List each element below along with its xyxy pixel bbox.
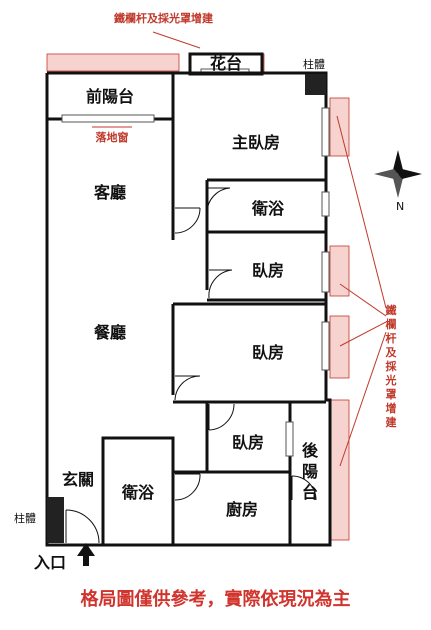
addition-side-3	[329, 315, 350, 379]
disclaimer: 格局圖僅供參考，實際依現況為主	[80, 589, 351, 610]
outer-wall	[45, 71, 332, 547]
door-bed4	[208, 403, 235, 431]
addition-side-2	[329, 245, 350, 297]
label-front-balcony: 前陽台	[86, 87, 134, 106]
floor-plan: 鐵欄杆及採光罩增建 花台 柱體 前陽台 落地窗 主臥房 客廳 衛浴 N 臥房 餐…	[14, 11, 422, 572]
label-flower-bed: 花台	[210, 54, 242, 73]
master-window	[321, 107, 330, 157]
label-master-bedroom: 主臥房	[232, 133, 280, 152]
label-side-note: 鐵欄杆及採光罩增建	[385, 303, 398, 429]
label-bedroom-4: 臥房	[232, 433, 264, 452]
label-pillar-top: 柱體	[303, 57, 325, 71]
leader-side-4	[339, 331, 387, 467]
leader-top	[152, 31, 201, 49]
label-bedroom-2: 臥房	[252, 261, 284, 280]
label-compass-n: N	[396, 200, 404, 213]
label-pillar-bottom: 柱體	[14, 511, 36, 525]
compass-icon	[374, 150, 422, 198]
label-living-room: 客廳	[94, 183, 126, 202]
bath1-window	[321, 191, 330, 217]
leader-side-2	[339, 283, 387, 317]
label-entrance: 入口	[34, 553, 66, 572]
pillar-bottom	[47, 497, 64, 543]
floor-window	[61, 114, 155, 123]
label-kitchen: 廚房	[226, 500, 258, 519]
label-rear-balcony: 後陽台	[302, 441, 319, 502]
label-floor-window: 落地窗	[96, 130, 129, 144]
wall-bath2	[101, 436, 175, 545]
door-bed2	[208, 269, 233, 299]
addition-top	[46, 53, 180, 72]
leader-side-3	[339, 321, 387, 347]
bed4-window	[285, 421, 294, 457]
door-master	[174, 207, 201, 234]
door-entrance	[65, 509, 100, 544]
door-rear-balcony	[291, 475, 317, 501]
addition-side-4	[329, 399, 350, 541]
leader-side-1	[336, 115, 387, 309]
bed2-window	[321, 251, 330, 293]
door-bath1	[206, 187, 231, 214]
label-bedroom-3: 臥房	[252, 343, 284, 362]
bed3-window	[321, 321, 330, 371]
label-bath-1: 衛浴	[251, 199, 285, 218]
door-bed3	[174, 375, 201, 401]
door-bath2	[174, 473, 201, 501]
entrance-arrow-icon	[77, 543, 95, 566]
pillar-top	[305, 74, 326, 95]
label-entrance-hall: 玄關	[62, 470, 94, 489]
label-bath-2: 衛浴	[121, 483, 155, 502]
label-top-note: 鐵欄杆及採光罩增建	[114, 11, 214, 25]
label-dining-room: 餐廳	[93, 323, 126, 342]
